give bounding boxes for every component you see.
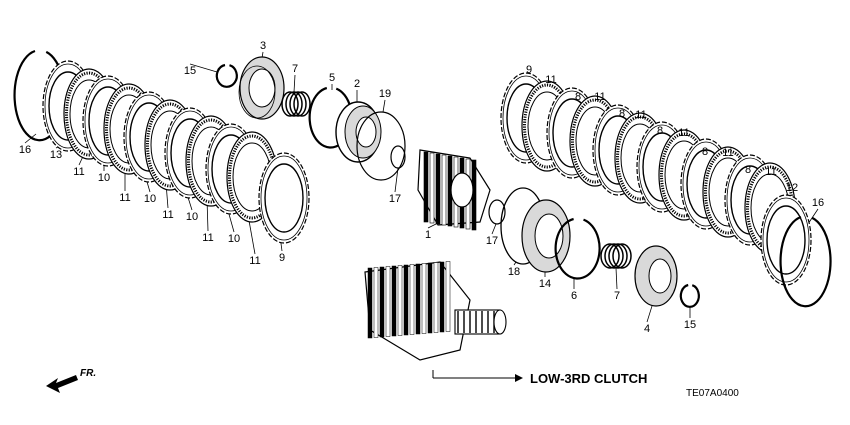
left-pack-label-1: 13 bbox=[50, 149, 62, 161]
centre-label-6: 17 bbox=[389, 193, 401, 205]
left-pack-label-4: 11 bbox=[119, 192, 130, 204]
part-6-ring bbox=[554, 217, 601, 280]
right-pack-label-0: 9 bbox=[526, 64, 532, 76]
centre-leader-5 bbox=[382, 99, 386, 113]
right-pack-label-7: 11 bbox=[678, 127, 689, 139]
low-3rd-clutch-assembly bbox=[364, 261, 507, 361]
right-pack-label-11: 11 bbox=[765, 166, 776, 178]
left-pack-label-9: 10 bbox=[228, 233, 240, 245]
centre-label-4: 2 bbox=[354, 78, 360, 90]
right-pack-label-2: 8 bbox=[575, 91, 581, 103]
right-pack-label-4: 8 bbox=[619, 108, 625, 120]
right-pack-label-5: 11 bbox=[635, 109, 646, 121]
centre-leader-0 bbox=[189, 63, 218, 73]
part-4-piston bbox=[634, 245, 678, 307]
part-3-piston bbox=[238, 56, 285, 120]
left-pack-label-7: 10 bbox=[186, 211, 198, 223]
centre-leader-12 bbox=[615, 267, 618, 290]
centre-label-9: 18 bbox=[508, 266, 520, 278]
centre-parts bbox=[215, 56, 700, 361]
centre-label-14: 15 bbox=[684, 319, 696, 331]
front-direction-label: FR. bbox=[80, 368, 96, 379]
left-pack-label-5: 10 bbox=[144, 193, 156, 205]
drawing-code: TE07A0400 bbox=[686, 388, 739, 399]
left-pack-label-0: 16 bbox=[19, 144, 31, 156]
right-pack-label-6: 8 bbox=[657, 125, 663, 137]
left-pack-label-11: 9 bbox=[279, 252, 285, 264]
left-pack-label-10: 11 bbox=[249, 255, 260, 267]
part-15-bottom bbox=[679, 283, 700, 308]
part-17-ring-a bbox=[390, 145, 406, 169]
left-pack-label-8: 11 bbox=[202, 232, 213, 244]
right-pack-label-9: 11 bbox=[722, 147, 733, 159]
centre-leader-13 bbox=[646, 305, 653, 323]
centre-label-10: 14 bbox=[539, 278, 551, 290]
left-pack-label-6: 11 bbox=[162, 209, 173, 221]
part-7-spring-top bbox=[281, 91, 311, 117]
centre-label-8: 17 bbox=[486, 235, 498, 247]
left-pack-label-3: 10 bbox=[98, 172, 110, 184]
centre-label-12: 7 bbox=[614, 290, 620, 302]
centre-label-7: 1 bbox=[425, 229, 431, 241]
right-pack-label-13: 16 bbox=[812, 197, 824, 209]
part-7-spring-bottom bbox=[600, 243, 632, 269]
right-pack-label-10: 8 bbox=[745, 164, 751, 176]
part-17-ring-b bbox=[488, 199, 506, 225]
part-14-piston bbox=[521, 199, 571, 273]
centre-label-0: 15 bbox=[184, 65, 196, 77]
right-pack-ring-12 bbox=[760, 194, 812, 286]
part-1-clutch-hub bbox=[417, 149, 491, 231]
front-arrow-icon bbox=[46, 375, 78, 393]
centre-label-1: 3 bbox=[260, 40, 266, 52]
centre-leader-8 bbox=[491, 223, 497, 235]
centre-label-5: 19 bbox=[379, 88, 391, 100]
right-pack-label-3: 11 bbox=[594, 91, 605, 103]
right-pack-leader-13 bbox=[807, 208, 819, 225]
caption-arrow bbox=[515, 374, 523, 382]
centre-leader-6 bbox=[394, 167, 399, 193]
right-pack-label-1: 11 bbox=[545, 74, 556, 86]
centre-label-11: 6 bbox=[571, 290, 577, 302]
centre-label-2: 7 bbox=[292, 63, 298, 75]
left-pack-label-2: 11 bbox=[73, 166, 84, 178]
centre-label-3: 5 bbox=[329, 72, 335, 84]
centre-label-13: 4 bbox=[644, 323, 650, 335]
caption-text: LOW-3RD CLUTCH bbox=[530, 371, 647, 386]
right-pack-ring-13 bbox=[779, 215, 832, 308]
part-15-top bbox=[215, 63, 238, 88]
centre-leader-2 bbox=[293, 74, 296, 93]
right-pack-label-12: 12 bbox=[786, 182, 798, 194]
right-pack-label-8: 8 bbox=[702, 146, 708, 158]
clutch-rings bbox=[13, 49, 832, 308]
part-19-ring bbox=[356, 111, 406, 181]
left-pack-ring-11 bbox=[258, 152, 310, 244]
